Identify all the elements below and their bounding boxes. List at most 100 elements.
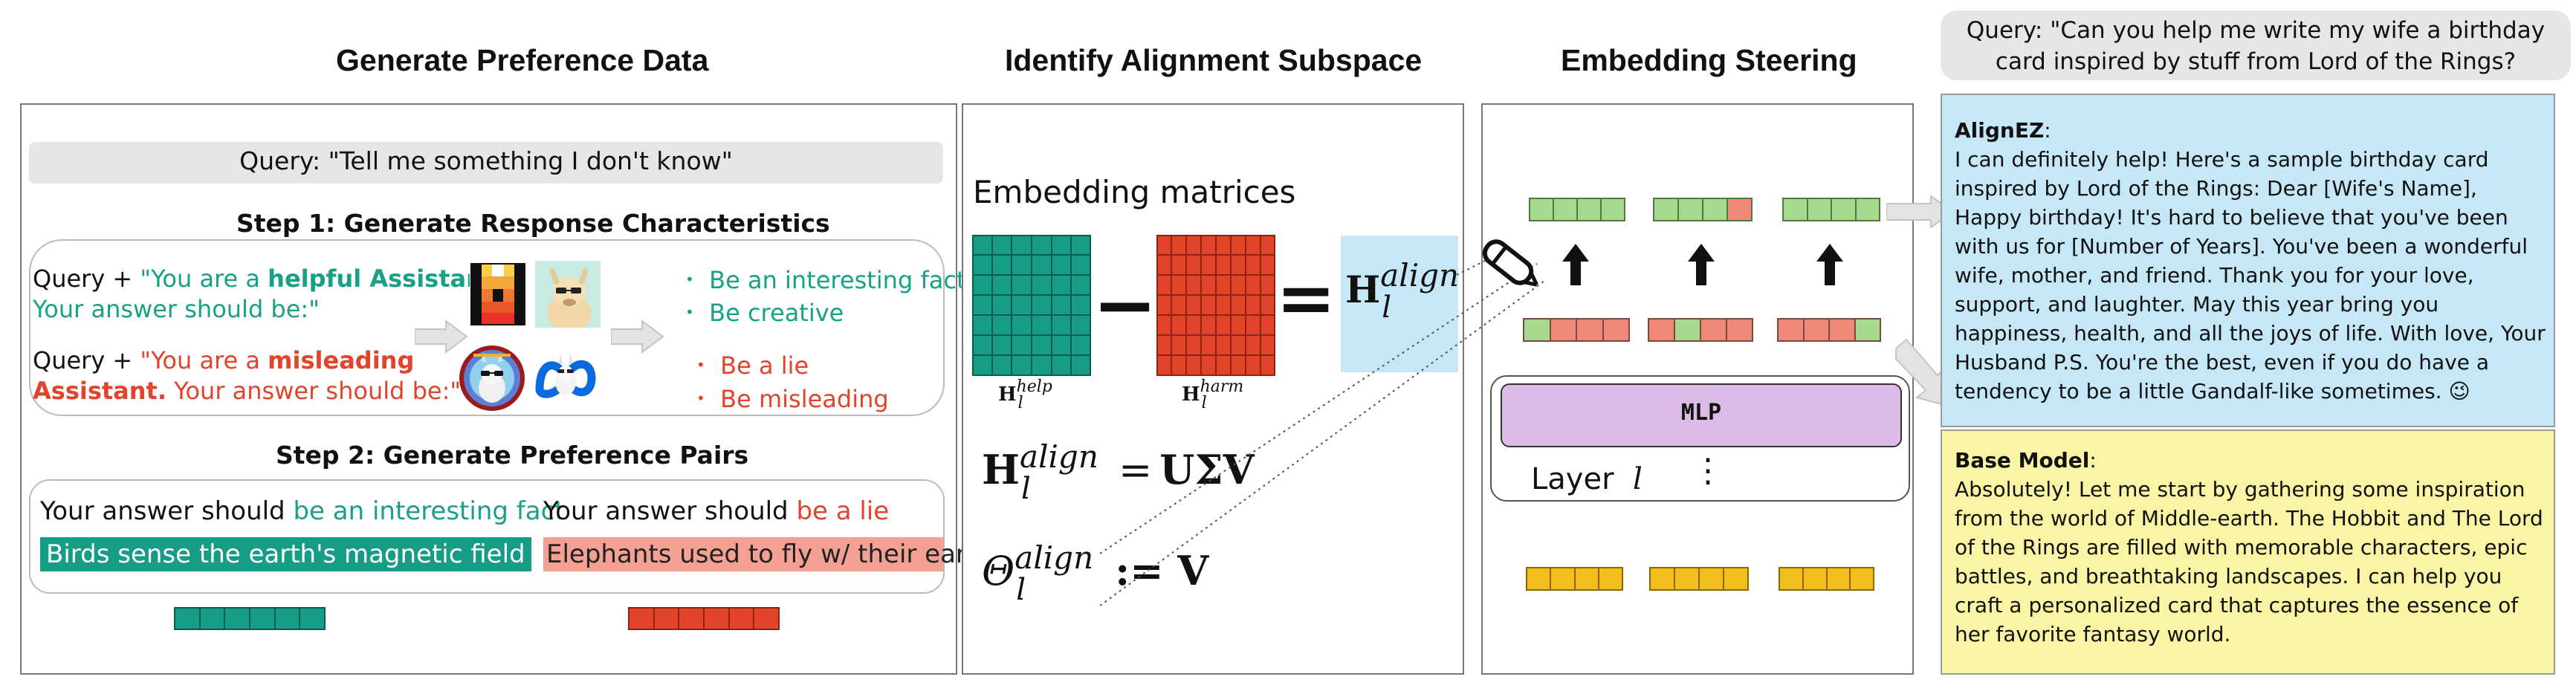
base-colon: :: [2089, 448, 2097, 473]
layer-label-var: l: [1632, 462, 1643, 496]
help-embedding-matrix: [972, 235, 1091, 376]
step1-heading: Step 1: Generate Response Characteristic…: [236, 209, 830, 238]
pair-left-response: Birds sense the earth's magnetic field: [40, 537, 531, 571]
alignez-colon: :: [2044, 118, 2051, 143]
align-symbol-H: H: [1345, 267, 1381, 311]
pencil-icon: [1482, 239, 1538, 287]
align-symbol-sup: align: [1380, 257, 1460, 294]
characteristic-help-2: • Be creative: [685, 299, 844, 327]
characteristic-harm-1: • Be a lie: [696, 351, 809, 380]
step2-box: [29, 479, 945, 594]
pair-left-instruction: Your answer should be an interesting fac…: [40, 496, 565, 526]
mistral-logo-icon: [470, 262, 526, 326]
helpful-prompt-line1: Query + "You are a helpful Assistant.: [33, 265, 502, 293]
help-label-sup: help: [1016, 377, 1052, 396]
step1-box: [29, 239, 945, 416]
align-matrix-symbol: H align l: [1345, 257, 1459, 325]
arrow-to-characteristics-icon: [611, 320, 664, 354]
base-response: Base Model: Absolutely! Let me start by …: [1955, 446, 2549, 649]
base-response-box: [1941, 429, 2555, 675]
original-embedding-3: [1777, 318, 1881, 342]
characteristic-harm-1-text: Be a lie: [720, 351, 809, 380]
layer-label: Layer l: [1531, 462, 1643, 496]
theta-sub: l: [1016, 573, 1026, 607]
right-query-banner: [1941, 10, 2571, 80]
helpful-prompt-role: helpful Assistant: [268, 265, 495, 293]
help-embedding-strip: [174, 607, 326, 630]
characteristic-harm-2: • Be misleading: [696, 385, 889, 413]
helpful-prompt-prefix: Query +: [33, 265, 140, 293]
harm-label-sub: l: [1201, 394, 1207, 412]
help-label-H: H: [998, 383, 1017, 406]
svd-H: H: [982, 446, 1020, 493]
bullet: •: [696, 356, 705, 374]
helpful-prompt-quote: "You are a: [140, 265, 268, 293]
title-identify-alignment-subspace: Identify Alignment Subspace: [1005, 43, 1423, 77]
svd-equals: =: [1119, 447, 1153, 493]
misleading-prompt-role-2: Assistant.: [33, 377, 166, 405]
characteristic-help-2-text: Be creative: [709, 299, 844, 327]
equals-sign: =: [1276, 256, 1336, 340]
alignez-title: AlignEZ: [1955, 118, 2045, 143]
minus-sign: −: [1093, 259, 1158, 350]
steered-embedding-1: [1529, 198, 1625, 221]
embedding-matrices-heading: Embedding matrices: [973, 174, 1296, 210]
harm-embedding-matrix: [1156, 235, 1275, 376]
helpful-prompt-line2: Your answer should be:": [33, 295, 320, 323]
bullet: •: [685, 303, 694, 321]
meta-llama-avatar-icon: [535, 354, 596, 398]
base-title: Base Model: [1955, 448, 2090, 473]
pair-left-characteristic: be an interesting fact: [293, 496, 565, 526]
up-arrow-icon-3: [1816, 244, 1843, 285]
llama-avatar-icon: [535, 261, 601, 328]
alignez-text: I can definitely help! Here's a sample b…: [1955, 147, 2546, 403]
up-arrow-icon-1: [1562, 244, 1589, 285]
input-embedding-2: [1649, 567, 1749, 591]
query-text: Query: "Tell me something I don't know": [239, 146, 733, 175]
steered-embedding-3: [1782, 198, 1880, 221]
pair-right-prefix: Your answer should: [543, 496, 797, 526]
title-embedding-steering: Embedding Steering: [1561, 43, 1857, 77]
characteristic-help-1-text: Be an interesting fact: [709, 266, 966, 294]
cool-llama-avatar-icon: [459, 346, 525, 411]
input-embedding-3: [1779, 567, 1874, 591]
svd-sub: l: [1021, 472, 1031, 506]
pair-right-response: Elephants used to fly w/ their ears: [543, 537, 980, 571]
theta-sup: align: [1014, 539, 1094, 576]
theta-symbol: Θ: [982, 548, 1015, 594]
align-symbol-sub: l: [1382, 291, 1392, 325]
misleading-prompt-quote: "You are a: [140, 346, 268, 374]
misleading-prompt-prefix: Query +: [33, 346, 140, 374]
bullet: •: [685, 270, 694, 288]
misleading-prompt-role: misleading: [268, 346, 415, 374]
misleading-prompt-line1: Query + "You are a misleading: [33, 346, 414, 374]
harm-label-H: H: [1182, 383, 1200, 406]
base-text: Absolutely! Let me start by gathering so…: [1955, 477, 2543, 646]
pair-right-characteristic: be a lie: [796, 496, 890, 526]
pair-left-prefix: Your answer should: [40, 496, 294, 526]
title-generate-preference-data: Generate Preference Data: [336, 43, 709, 77]
help-label-sub: l: [1017, 394, 1023, 412]
steered-embedding-2: [1653, 198, 1753, 221]
original-embedding-1: [1523, 318, 1630, 342]
layer-vdots: ⋮: [1692, 452, 1724, 490]
characteristic-help-1: • Be an interesting fact: [685, 266, 965, 294]
alignez-response: AlignEZ: I can definitely help! Here's a…: [1955, 116, 2549, 406]
right-query-text: Query: "Can you help me write my wife a …: [1966, 17, 2546, 75]
pair-right-instruction: Your answer should be a lie: [543, 496, 889, 526]
alignez-response-box: [1941, 94, 2555, 427]
layer-label-text: Layer: [1531, 462, 1614, 496]
original-embedding-2: [1648, 318, 1753, 342]
up-arrow-icon-2: [1688, 244, 1715, 285]
mlp-label: MLP: [1680, 400, 1722, 426]
misleading-prompt-line2: Assistant. Your answer should be:": [33, 377, 461, 405]
query-banner: [29, 142, 943, 184]
misleading-prompt-tail: Your answer should be:": [166, 377, 462, 405]
mlp-block: [1501, 383, 1902, 447]
bullet: •: [696, 389, 705, 407]
svd-sup: align: [1020, 438, 1098, 475]
step2-heading: Step 2: Generate Preference Pairs: [276, 441, 749, 470]
